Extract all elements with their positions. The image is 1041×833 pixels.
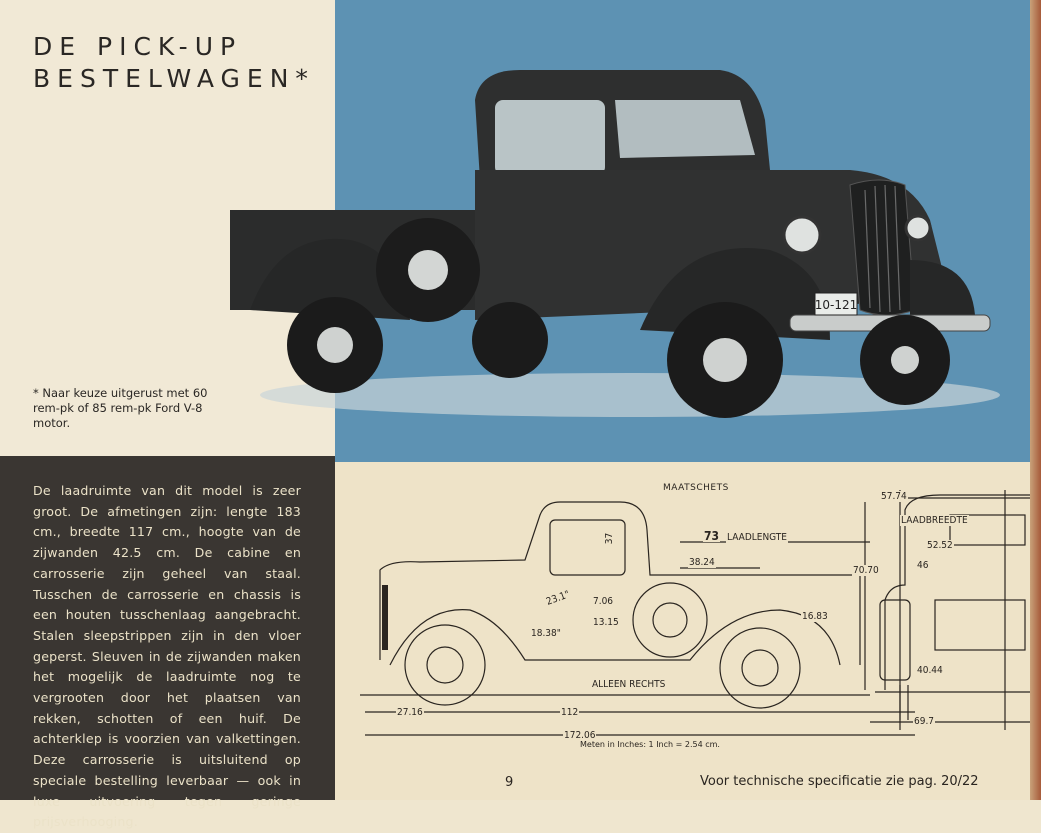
dim-38-24: 38.24 (688, 557, 716, 568)
footnote: * Naar keuze uitgerust met 60 rem-pk of … (33, 386, 208, 430)
truck-photo: 10-121 (230, 70, 1000, 418)
license-plate: 10-121 (815, 298, 858, 312)
page-binding (1030, 0, 1041, 800)
page-number: 9 (505, 775, 514, 790)
dim-172-06: 172.06 (563, 730, 597, 741)
description-panel (0, 456, 335, 800)
title-line-2: BESTELWAGEN* (33, 64, 315, 93)
dim-112: 112 (560, 707, 580, 718)
dim-16-83: 16.83 (801, 611, 829, 622)
dim-69-7: 69.7 (913, 716, 936, 727)
dim-37: 37 (604, 531, 616, 546)
description-text: De laadruimte van dit model is zeer groo… (33, 483, 301, 830)
units-note: Meten in Inches: 1 Inch = 2.54 cm. (580, 740, 720, 749)
dim-laadlengte: LAADLENGTE (726, 532, 788, 543)
title-line-1: DE PICK-UP (33, 32, 243, 61)
dim-52-52: 52.52 (926, 540, 954, 551)
dim-70-70: 70.70 (852, 565, 880, 576)
dim-laadbreedte: LAADBREEDTE (900, 515, 969, 526)
dim-40-44: 40.44 (916, 665, 944, 676)
dim-alleen-rechts: ALLEEN RECHTS (591, 679, 667, 690)
dim-7-06: 7.06 (592, 596, 615, 607)
dim-57-74: 57.74 (880, 491, 908, 502)
dimension-drawing (360, 490, 1030, 736)
dim-46: 46 (916, 560, 930, 571)
dim-18-38: 18.38" (530, 628, 562, 639)
diagram-title: MAATSCHETS (663, 483, 729, 493)
dim-13-15: 13.15 (592, 617, 620, 628)
spec-reference: Voor technische specificatie zie pag. 20… (700, 774, 979, 789)
dim-73: 73 (703, 529, 721, 543)
dim-27-16: 27.16 (396, 707, 424, 718)
